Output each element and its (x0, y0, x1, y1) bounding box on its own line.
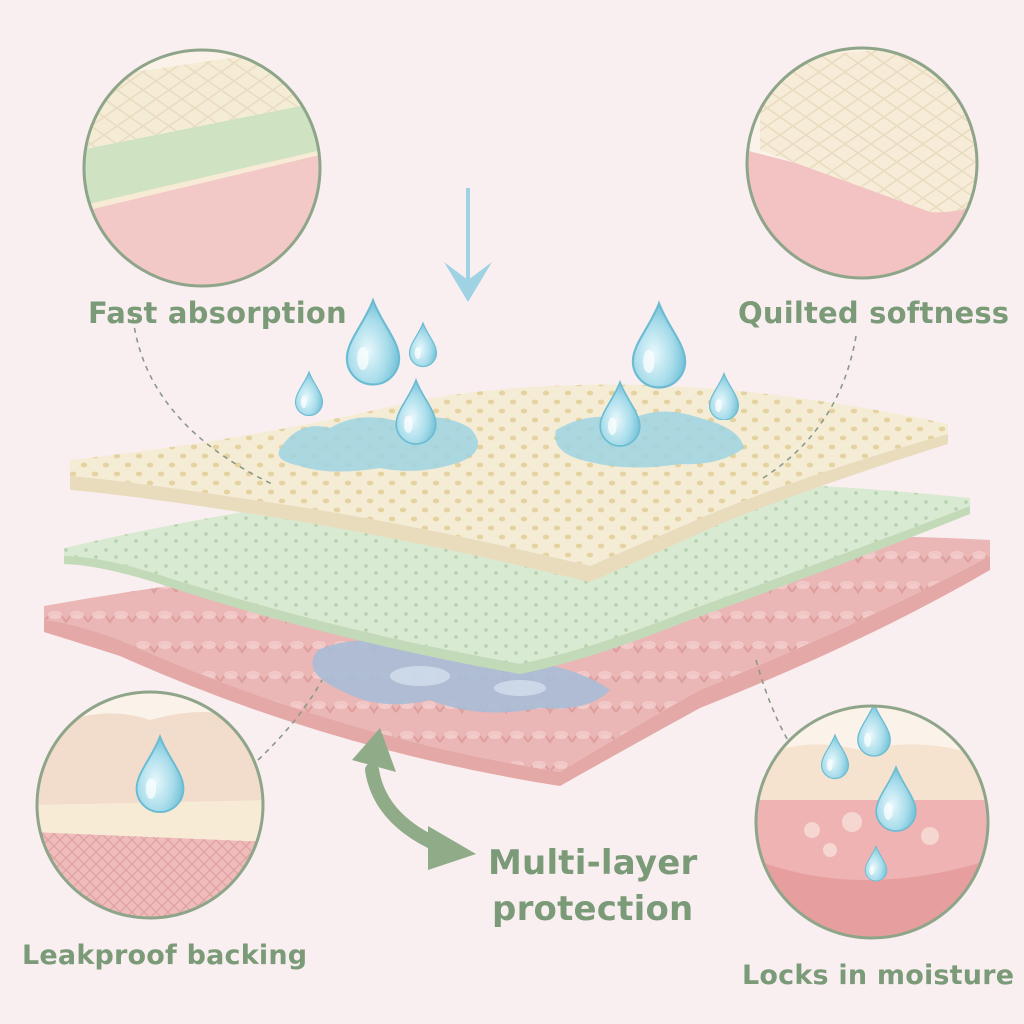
dashed-connectors (131, 307, 857, 761)
down-arrow-icon (444, 188, 492, 302)
fast-absorption-inset (82, 48, 322, 288)
multi-layer-line2: protection (492, 889, 694, 929)
fast-absorption-label: Fast absorption (88, 296, 347, 330)
locks-in-moisture-label: Locks in moisture (742, 960, 1015, 991)
leakproof-backing-inset (35, 690, 265, 920)
multi-layer-line1: Multi-layer (488, 843, 698, 883)
multi-layer-protection-label: Multi-layer protection (488, 840, 697, 932)
leakproof-backing-label: Leakproof backing (22, 940, 308, 971)
quilted-softness-inset (745, 46, 979, 280)
quilted-softness-label: Quilted softness (738, 296, 1010, 330)
locked-moisture-blob (312, 640, 610, 713)
double-arrow-icon (352, 728, 476, 870)
middle-green-layer (64, 480, 970, 674)
locks-in-moisture-inset (754, 704, 990, 940)
